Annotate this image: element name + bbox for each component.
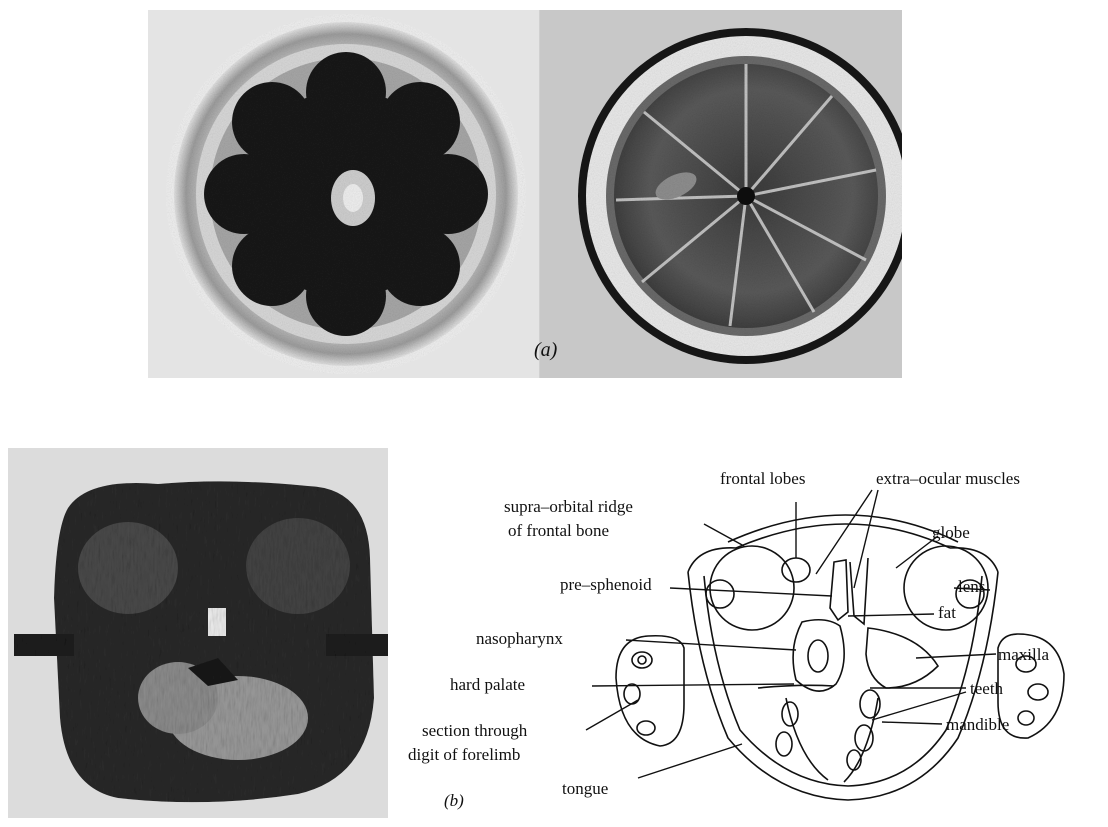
- panel-b-ultrasound: [8, 448, 388, 818]
- label-extra-ocular-muscles: extra–ocular muscles: [876, 469, 1020, 488]
- anatomy-outline: [616, 515, 1064, 800]
- label-hard-palate: hard palate: [450, 675, 525, 694]
- label-pre-sphenoid: pre–sphenoid: [560, 575, 652, 594]
- photo-lemon-section: [578, 28, 902, 364]
- label-frontal-lobes: frontal lobes: [720, 469, 805, 488]
- label-maxilla: maxilla: [998, 645, 1049, 664]
- ultrasound-lemon-image: [166, 14, 526, 374]
- label-lens: lens: [958, 577, 985, 596]
- label-of-frontal-bone: of frontal bone: [508, 521, 609, 540]
- label-section-through: section through: [422, 721, 528, 740]
- panel-a-figure: (a): [148, 10, 902, 378]
- label-globe: globe: [932, 523, 970, 542]
- label-supra-orbital-ridge: supra–orbital ridge: [504, 497, 633, 516]
- ultrasound-head-image: [8, 448, 388, 818]
- panel-b-label: (b): [444, 791, 464, 810]
- panel-a: (a): [148, 10, 902, 378]
- panel-a-label: (a): [534, 339, 558, 361]
- label-nasopharynx: nasopharynx: [476, 629, 563, 648]
- label-teeth: teeth: [970, 679, 1004, 698]
- label-digit-of-forelimb: digit of forelimb: [408, 745, 520, 764]
- diagram-labels: frontal lobes extra–ocular muscles supra…: [408, 469, 1049, 810]
- label-tongue: tongue: [562, 779, 608, 798]
- head-section-diagram: frontal lobes extra–ocular muscles supra…: [398, 448, 1108, 822]
- panel-b-diagram: frontal lobes extra–ocular muscles supra…: [398, 448, 1108, 822]
- label-mandible: mandible: [946, 715, 1009, 734]
- label-fat: fat: [938, 603, 956, 622]
